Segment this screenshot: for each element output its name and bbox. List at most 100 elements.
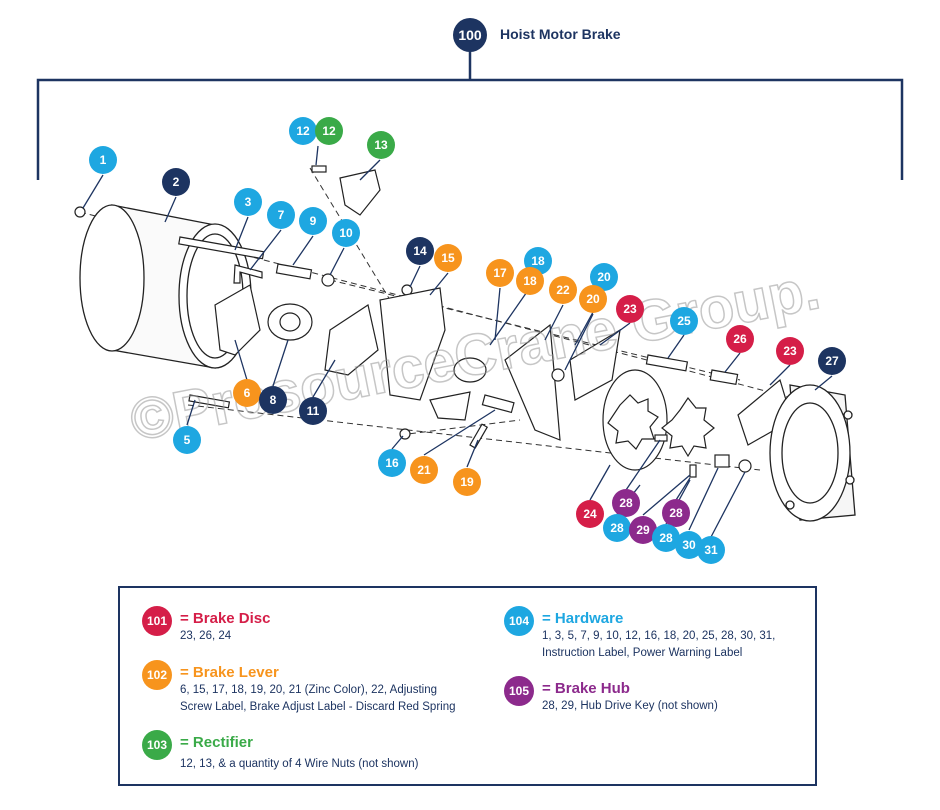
legend-badge: 102 — [142, 660, 172, 690]
legend-title: = Hardware — [542, 610, 624, 627]
callout-circle — [299, 207, 327, 235]
callout-circle — [486, 259, 514, 287]
header-badge: 100 — [453, 18, 487, 52]
callout-29: 29 — [629, 516, 657, 544]
callout-circle — [89, 146, 117, 174]
callout-circle — [315, 117, 343, 145]
callout-circle — [434, 244, 462, 272]
callout-16: 16 — [378, 449, 406, 477]
callout-number: 28 — [619, 496, 633, 510]
callout-circle — [259, 386, 287, 414]
legend-line: 23, 26, 24 — [180, 630, 232, 642]
header-number: 100 — [458, 27, 482, 43]
callout-number: 8 — [270, 393, 277, 407]
callout-circle — [590, 263, 618, 291]
callout-circle — [652, 524, 680, 552]
callout-25: 25 — [670, 307, 698, 335]
callout-number: 2 — [173, 175, 180, 189]
callout-28: 28 — [662, 499, 690, 527]
callout-number: 30 — [682, 538, 696, 552]
callout-circle — [173, 426, 201, 454]
callout-circle — [332, 219, 360, 247]
legend-box: 101 = Brake Disc 23, 26, 24 102 = Brake … — [118, 586, 817, 786]
callout-6: 6 — [233, 379, 261, 407]
callout-7: 7 — [267, 201, 295, 229]
legend-line: 6, 15, 17, 18, 19, 20, 21 (Zinc Color), … — [180, 684, 437, 696]
callout-21: 21 — [410, 456, 438, 484]
callout-number: 6 — [244, 386, 251, 400]
callout-number: 12 — [296, 124, 310, 138]
legend-title: = Brake Hub — [542, 680, 630, 697]
callout-circle — [670, 307, 698, 335]
page-title: Hoist Motor Brake — [500, 26, 621, 42]
callout-circle — [675, 531, 703, 559]
callout-number: 23 — [783, 344, 797, 358]
legend-line: 12, 13, & a quantity of 4 Wire Nuts (not… — [180, 758, 419, 770]
callout-28: 28 — [603, 514, 631, 542]
callout-circle — [289, 117, 317, 145]
callout-circle — [299, 397, 327, 425]
callout-circle — [453, 468, 481, 496]
legend-line: Instruction Label, Power Warning Label — [542, 647, 743, 659]
callout-number: 13 — [374, 138, 388, 152]
callout-circle — [367, 131, 395, 159]
callout-circle — [579, 285, 607, 313]
callout-number: 7 — [278, 208, 285, 222]
callout-number: 31 — [704, 543, 718, 557]
callout-26: 26 — [726, 325, 754, 353]
callout-24: 24 — [576, 500, 604, 528]
callout-15: 15 — [434, 244, 462, 272]
callout-5: 5 — [173, 426, 201, 454]
callout-circle — [162, 168, 190, 196]
coil-and-brackets-drawing — [214, 284, 515, 449]
callout-2: 2 — [162, 168, 190, 196]
callout-23: 23 — [776, 337, 804, 365]
callout-number: 19 — [460, 475, 474, 489]
callout-10: 10 — [332, 219, 360, 247]
callout-8: 8 — [259, 386, 287, 414]
callout-number: 25 — [677, 314, 691, 328]
callout-number: 28 — [659, 531, 673, 545]
callout-circle — [612, 489, 640, 517]
callout-circle — [378, 449, 406, 477]
callout-27: 27 — [818, 347, 846, 375]
legend-line: 1, 3, 5, 7, 9, 10, 12, 16, 18, 20, 25, 2… — [542, 630, 776, 642]
callout-number: 26 — [733, 332, 747, 346]
callout-30: 30 — [675, 531, 703, 559]
callout-31: 31 — [697, 536, 725, 564]
callout-circle — [603, 514, 631, 542]
callout-19: 19 — [453, 468, 481, 496]
callout-18: 18 — [516, 267, 544, 295]
legend-items: 6, 15, 17, 18, 19, 20, 21 (Zinc Color), … — [180, 682, 456, 716]
callout-number: 5 — [184, 433, 191, 447]
callout-circle — [776, 337, 804, 365]
leader-lines — [82, 145, 833, 538]
callout-11: 11 — [299, 397, 327, 425]
callout-number: 28 — [610, 521, 624, 535]
callout-circle — [662, 499, 690, 527]
callout-22: 22 — [549, 276, 577, 304]
legend-badge: 101 — [142, 606, 172, 636]
callout-circle — [234, 188, 262, 216]
callout-number: 18 — [523, 274, 537, 288]
callout-circle — [516, 267, 544, 295]
legend-items: 12, 13, & a quantity of 4 Wire Nuts (not… — [180, 756, 418, 773]
callout-number: 28 — [669, 506, 683, 520]
legend-title: = Brake Lever — [180, 664, 279, 681]
callout-13: 13 — [367, 131, 395, 159]
callout-number: 24 — [583, 507, 597, 521]
callout-number: 27 — [825, 354, 839, 368]
end-flange-drawing — [769, 384, 856, 522]
legend-line: 28, 29, Hub Drive Key (not shown) — [542, 700, 718, 712]
legend-badge: 104 — [504, 606, 534, 636]
legend-badge: 105 — [504, 676, 534, 706]
callout-number: 20 — [597, 270, 611, 284]
callout-number: 11 — [307, 404, 320, 418]
callout-number: 9 — [310, 214, 317, 228]
callout-number: 29 — [636, 523, 650, 537]
callout-number: 20 — [586, 292, 600, 306]
callout-20: 20 — [579, 285, 607, 313]
legend-line: Screw Label, Brake Adjust Label - Discar… — [180, 701, 456, 713]
